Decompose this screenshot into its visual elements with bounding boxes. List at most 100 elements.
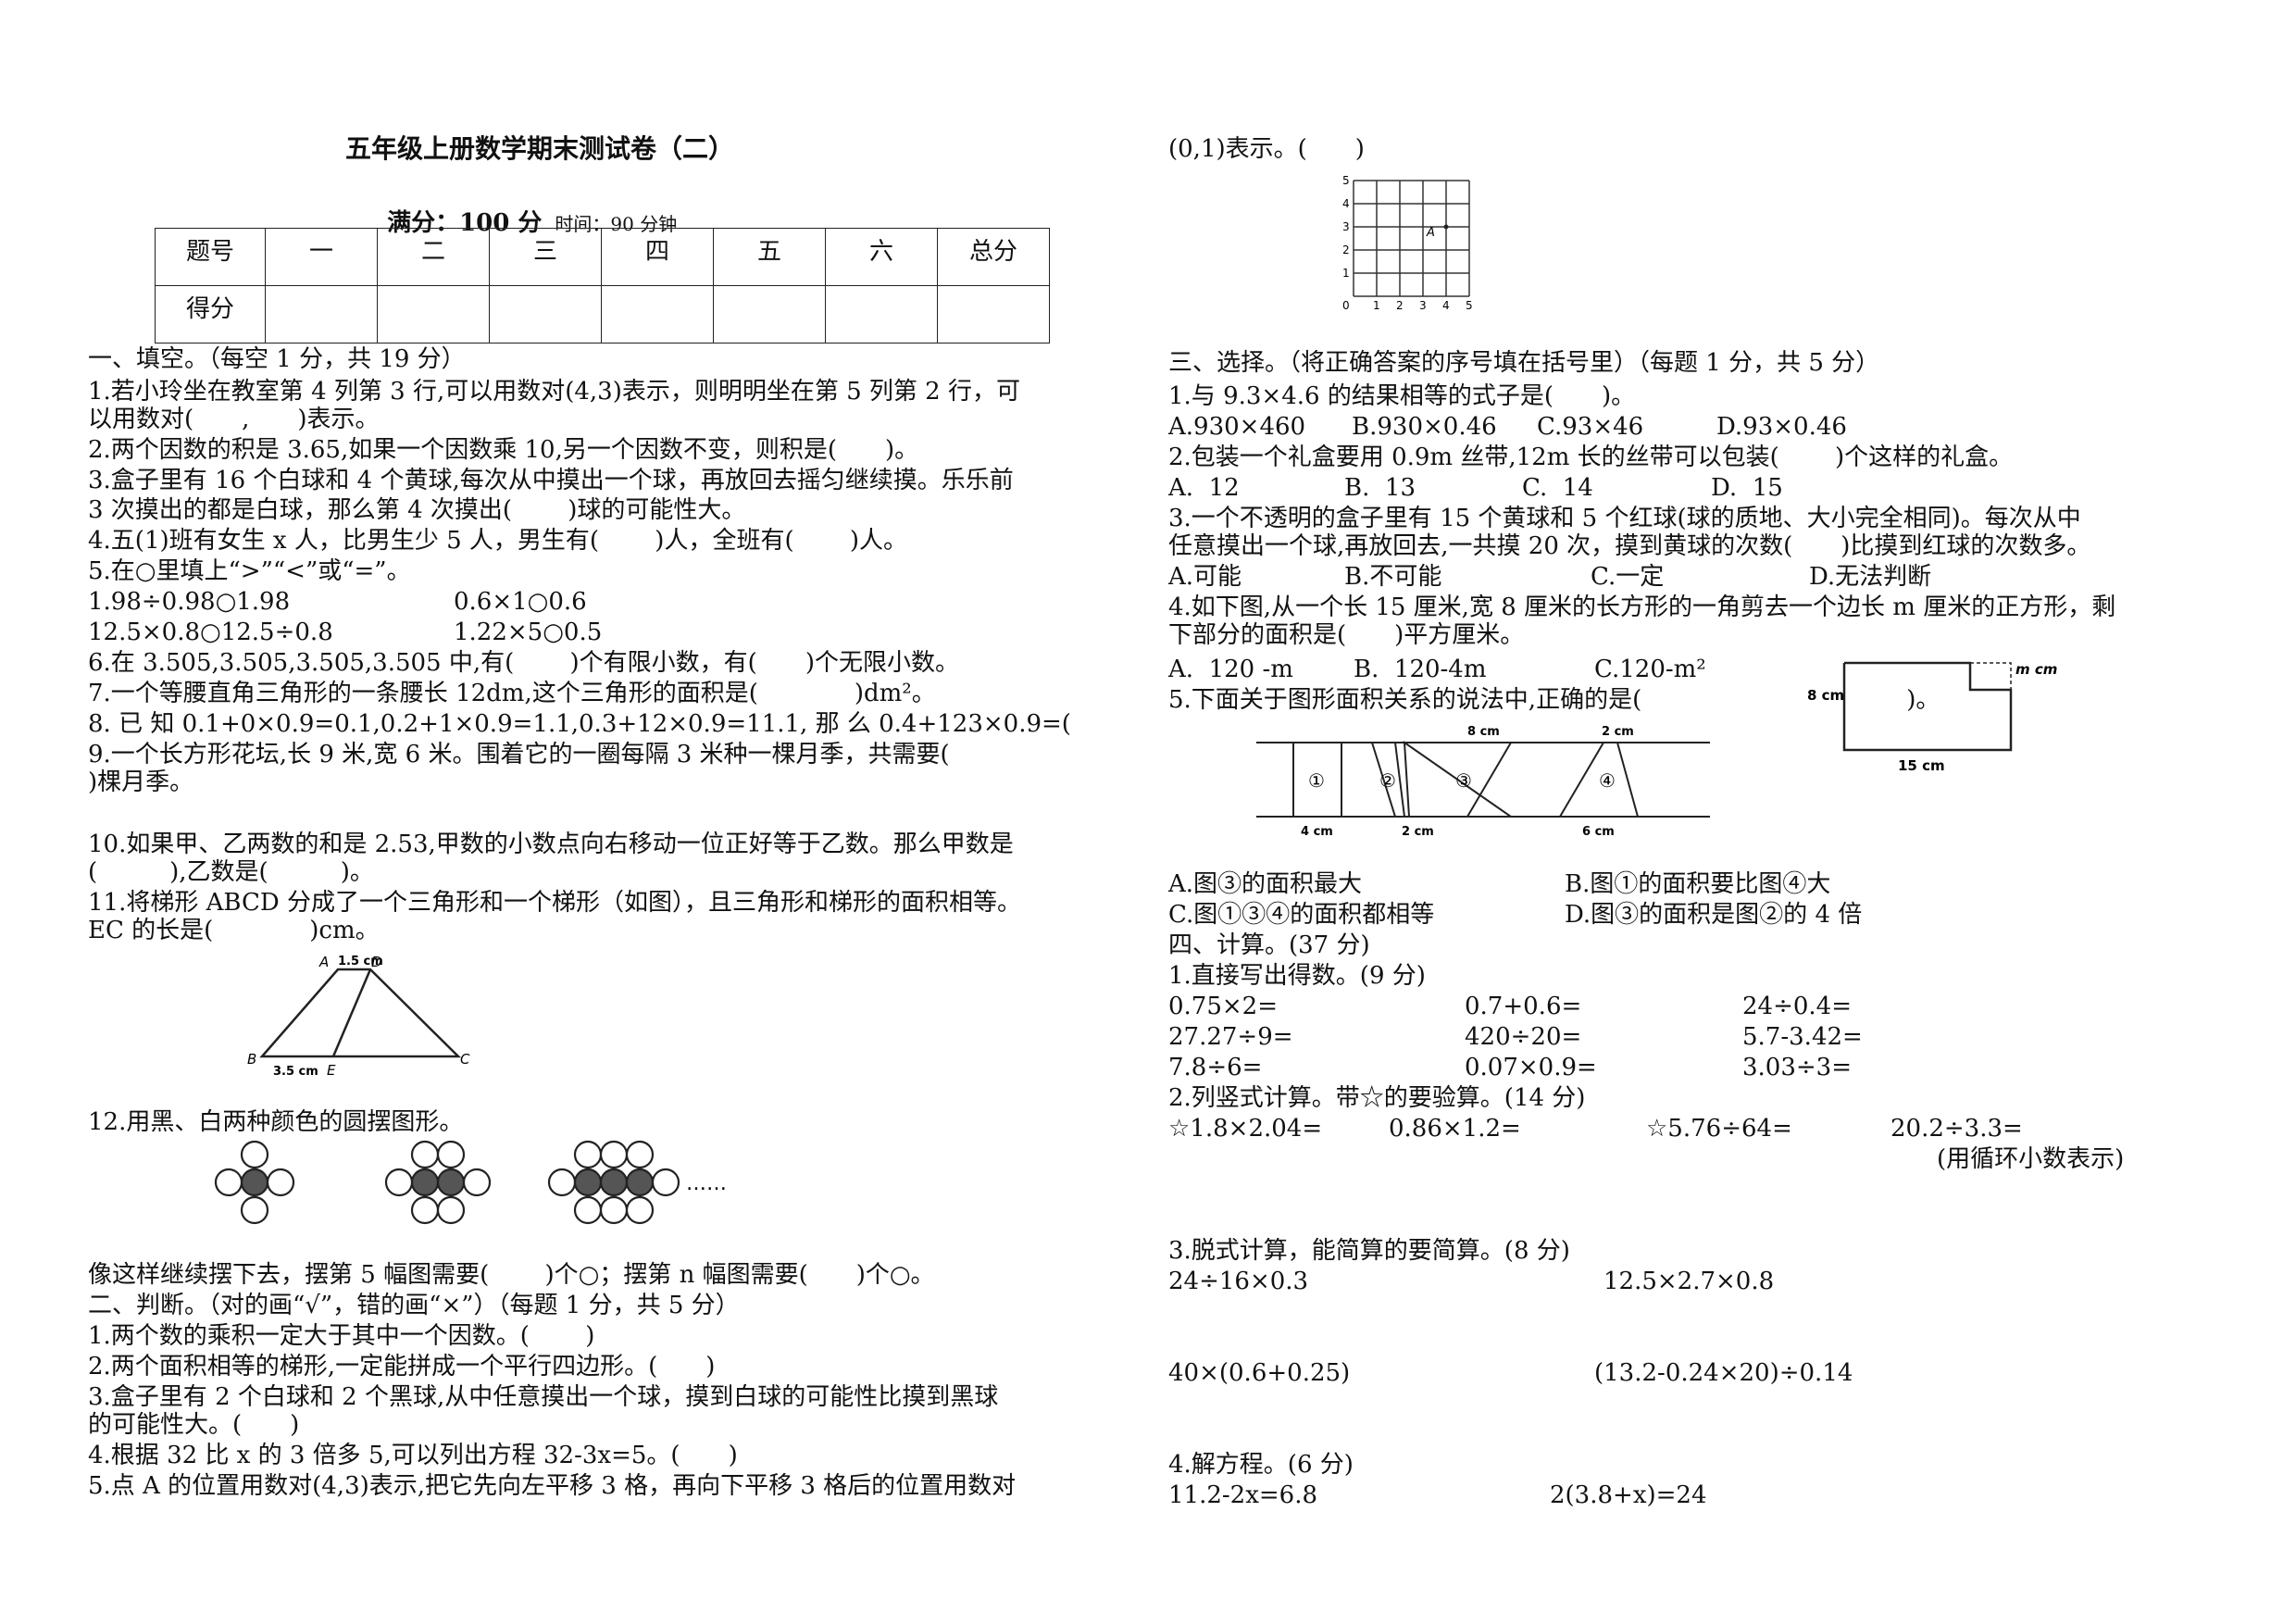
question-text: 像这样继续摆下去，摆第 5 幅图需要( )个○；摆第 n 幅图需要( )个○。 xyxy=(88,1261,935,1289)
score-head: 总分 xyxy=(937,228,1050,286)
score-head: 六 xyxy=(825,228,938,286)
label-d: D xyxy=(371,954,382,970)
label-width: 8 cm xyxy=(1807,687,1844,704)
axis-label: 5 xyxy=(1342,174,1350,187)
cut-rectangle-figure: 8 cm m cm 15 cm xyxy=(1807,661,2057,774)
label-top-8cm: 8 cm xyxy=(1467,725,1500,739)
label-a: A xyxy=(318,954,329,970)
score-head: 五 xyxy=(713,228,826,286)
label-bottom-2cm: 2 cm xyxy=(1402,825,1434,839)
question-text: 8. 已 知 0.1+0×0.9=0.1,0.2+1×0.9=1.1,0.3+1… xyxy=(88,710,1071,738)
option: C.120-m² xyxy=(1594,656,1706,683)
option: B.图①的面积要比图④大 xyxy=(1565,870,1831,898)
calc-item: 24÷16×0.3 xyxy=(1168,1268,1309,1295)
coordinate-grid-figure: 0 1 2 3 4 5 1 2 3 4 5 A xyxy=(1342,174,1473,312)
calc-item: 3.03÷3= xyxy=(1742,1054,1853,1081)
question-text: 2.两个面积相等的梯形,一定能拼成一个平行四边形。( ) xyxy=(88,1353,716,1380)
score-cell[interactable] xyxy=(377,285,490,344)
axis-label: 4 xyxy=(1442,299,1450,312)
score-cell[interactable] xyxy=(489,285,602,344)
question-text: 12.用黑、白两种颜色的圆摆图形。 xyxy=(88,1108,464,1136)
calc-item: 5.7-3.42= xyxy=(1742,1023,1863,1051)
calc-item: 11.2-2x=6.8 xyxy=(1168,1481,1318,1509)
calc-item: 2(3.8+x)=24 xyxy=(1550,1481,1707,1509)
score-head: 三 xyxy=(489,228,602,286)
score-head: 二 xyxy=(377,228,490,286)
shape-label-4: ④ xyxy=(1599,769,1616,792)
question-text: 10.如果甲、乙两数的和是 2.53,甲数的小数点向右移动一位正好等于乙数。那么… xyxy=(88,831,1014,858)
label-length: 15 cm xyxy=(1898,757,1945,774)
calc-item: ☆5.76÷64= xyxy=(1646,1115,1792,1143)
option: B. 120-4m xyxy=(1354,656,1487,683)
compare-item: 0.6×1○0.6 xyxy=(454,588,587,616)
axis-label: 1 xyxy=(1342,267,1350,280)
score-cell[interactable] xyxy=(265,285,378,344)
label-top-length: 1.5 cm xyxy=(338,955,383,968)
axis-label: 5 xyxy=(1466,299,1473,312)
score-cell[interactable] xyxy=(825,285,938,344)
ellipsis: …… xyxy=(686,1172,727,1195)
score-cell[interactable] xyxy=(601,285,714,344)
shape-label-2: ② xyxy=(1379,769,1396,792)
axis-label: 2 xyxy=(1342,244,1350,256)
score-table: 题号 一 二 三 四 五 六 总分 得分 xyxy=(155,228,1050,344)
question-text: (0,1)表示。( ) xyxy=(1168,135,1365,163)
question-text: 1.直接写出得数。(9 分) xyxy=(1168,962,1426,990)
option: C.一定 xyxy=(1591,563,1665,591)
option: A. 12 xyxy=(1168,474,1240,502)
question-text: 2.两个因数的积是 3.65,如果一个因数乘 10,另一个因数不变，则积是( )… xyxy=(88,436,919,464)
compare-item: 12.5×0.8○12.5÷0.8 xyxy=(88,618,333,646)
question-text: 5.在○里填上“>”“<”或“=”。 xyxy=(88,557,411,585)
question-text: 的可能性大。( ) xyxy=(88,1411,300,1439)
question-text: 4.根据 32 比 x 的 3 倍多 5,可以列出方程 32-3x=5。( ) xyxy=(88,1442,738,1469)
option: B.930×0.46 xyxy=(1352,413,1497,441)
label-e: E xyxy=(327,1062,336,1078)
calc-item: (13.2-0.24×20)÷0.14 xyxy=(1594,1359,1853,1387)
score-head: 四 xyxy=(601,228,714,286)
point-a-label: A xyxy=(1426,226,1435,240)
label-bottom-4cm: 4 cm xyxy=(1301,825,1333,839)
question-text: 5.点 A 的位置用数对(4,3)表示,把它先向左平移 3 格，再向下平移 3 … xyxy=(88,1472,1017,1500)
question-text: 3.脱式计算，能简算的要简算。(8 分) xyxy=(1168,1237,1570,1265)
score-cell[interactable] xyxy=(713,285,826,344)
calc-item: 7.8÷6= xyxy=(1168,1054,1263,1081)
label-be-length: 3.5 cm xyxy=(273,1065,318,1078)
page-title: 五年级上册数学期末测试卷（二） xyxy=(345,133,735,164)
question-text: 3 次摸出的都是白球，那么第 4 次摸出( )球的可能性大。 xyxy=(88,496,746,524)
question-text: 3.盒子里有 16 个白球和 4 个黄球,每次从中摸出一个球，再放回去摇匀继续摸… xyxy=(88,467,1014,494)
option: C.图①③④的面积都相等 xyxy=(1168,901,1435,929)
label-m: m cm xyxy=(2015,661,2057,678)
option: A.图③的面积最大 xyxy=(1168,870,1363,898)
label-bottom-6cm: 6 cm xyxy=(1582,825,1615,839)
label-c: C xyxy=(460,1051,470,1068)
calc-item: 420÷20= xyxy=(1465,1023,1582,1051)
question-text: 9.一个长方形花坛,长 9 米,宽 6 米。围着它的一圈每隔 3 米种一棵月季，… xyxy=(88,741,950,768)
section-2-heading: 二、判断。（对的画“√”，错的画“×”）（每题 1 分，共 5 分） xyxy=(88,1292,740,1319)
axis-label: 3 xyxy=(1342,220,1350,233)
question-text: 任意摸出一个球,再放回去,一共摸 20 次，摸到黄球的次数( )比摸到红球的次数… xyxy=(1168,532,2091,560)
score-head: 一 xyxy=(265,228,378,286)
question-text: 1.与 9.3×4.6 的结果相等的式子是( )。 xyxy=(1168,382,1636,410)
trapezoid-figure: A 1.5 cm D B 3.5 cm E C xyxy=(247,954,470,1078)
option: D.93×0.46 xyxy=(1716,413,1847,441)
axis-label: 4 xyxy=(1342,197,1350,210)
question-text: 3.一个不透明的盒子里有 15 个黄球和 5 个红球(球的质地、大小完全相同)。… xyxy=(1168,505,2081,532)
question-text: EC 的长是( )cm。 xyxy=(88,917,380,944)
option: D.图③的面积是图②的 4 倍 xyxy=(1565,901,1863,929)
calc-item: 0.7+0.6= xyxy=(1465,993,1582,1020)
shape-label-1: ① xyxy=(1308,769,1325,792)
option: D. 15 xyxy=(1711,474,1783,502)
score-cell[interactable] xyxy=(937,285,1050,344)
calc-item: 20.2÷3.3= xyxy=(1890,1115,2023,1143)
question-text: 3.盒子里有 2 个白球和 2 个黑球,从中任意摸出一个球，摸到白球的可能性比摸… xyxy=(88,1383,999,1411)
question-text: )棵月季。 xyxy=(88,768,194,796)
section-1-heading: 一、填空。（每空 1 分，共 19 分） xyxy=(88,345,466,373)
compare-item: 1.22×5○0.5 xyxy=(454,618,603,646)
option: C.93×46 xyxy=(1537,413,1644,441)
question-text: 5.下面关于图形面积关系的说法中,正确的是( )。 xyxy=(1168,686,1940,714)
label-b: B xyxy=(247,1051,256,1068)
compare-item: 1.98÷0.98○1.98 xyxy=(88,588,291,616)
circle-pattern-figure: …… xyxy=(214,1140,727,1225)
option: C. 14 xyxy=(1522,474,1593,502)
option: A. 120 -m xyxy=(1168,656,1293,683)
